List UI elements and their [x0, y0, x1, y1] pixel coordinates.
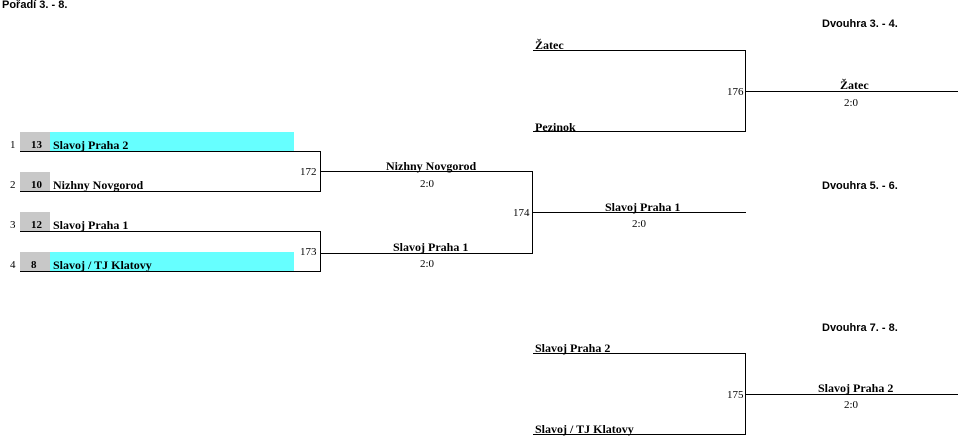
- bracket-line: [745, 394, 958, 395]
- position-number: 3: [10, 219, 16, 231]
- seed-number: 10: [31, 179, 42, 191]
- match-winner: Slavoj Praha 1: [605, 200, 681, 214]
- seed-number: 13: [31, 139, 42, 151]
- bracket-line: [320, 253, 533, 254]
- match-winner: Slavoj Praha 1: [393, 240, 469, 254]
- match-number: 173: [300, 246, 317, 258]
- bracket-line: [20, 191, 321, 192]
- bracket-line: [20, 151, 321, 152]
- match-winner: Nizhny Novgorod: [386, 159, 477, 173]
- bracket-line: [533, 434, 746, 435]
- team-name: Nizhny Novgorod: [53, 178, 144, 192]
- section-title-3-4: Dvouhra 3. - 4.: [822, 18, 898, 30]
- bracket-line: [533, 50, 746, 51]
- bracket-line: [745, 91, 958, 92]
- team-highlight-1: [50, 132, 294, 152]
- bracket-line: [532, 212, 746, 213]
- seed-cell-3: [20, 212, 50, 232]
- match-number: 176: [727, 86, 744, 98]
- page-title: Pořadí 3. - 8.: [2, 0, 68, 11]
- section-title-7-8: Dvouhra 7. - 8.: [822, 322, 898, 334]
- match-score: 2:0: [844, 97, 859, 109]
- team-name: Žatec: [535, 38, 564, 52]
- match-score: 2:0: [420, 258, 435, 270]
- match-number: 174: [513, 207, 530, 219]
- bracket-line: [320, 171, 533, 172]
- match-winner: Slavoj Praha 2: [818, 381, 894, 395]
- team-name: Slavoj Praha 2: [53, 138, 129, 152]
- match-number: 172: [300, 166, 317, 178]
- seed-cell-4: [20, 252, 50, 272]
- match-score: 2:0: [844, 399, 859, 411]
- seed-number: 8: [31, 259, 37, 271]
- position-number: 2: [10, 179, 16, 191]
- position-number: 4: [10, 259, 16, 271]
- position-number: 1: [10, 139, 16, 151]
- team-highlight-4: [50, 252, 294, 272]
- match-winner: Žatec: [840, 78, 869, 92]
- bracket-line: [20, 271, 321, 272]
- match-score: 2:0: [420, 178, 435, 190]
- seed-number: 12: [31, 219, 42, 231]
- bracket-line: [320, 231, 321, 272]
- bracket-line: [533, 353, 746, 354]
- match-score: 2:0: [632, 218, 647, 230]
- match-number: 175: [727, 389, 744, 401]
- team-name: Slavoj Praha 1: [53, 218, 129, 232]
- seed-cell-2: [20, 172, 50, 192]
- bracket-line: [20, 231, 321, 232]
- team-name: Pezinok: [535, 120, 576, 134]
- team-name: Slavoj / TJ Klatovy: [535, 422, 634, 436]
- team-name: Slavoj / TJ Klatovy: [53, 258, 152, 272]
- team-name: Slavoj Praha 2: [535, 341, 611, 355]
- bracket-line: [533, 131, 746, 132]
- section-title-5-6: Dvouhra 5. - 6.: [822, 180, 898, 192]
- seed-cell-1: [20, 132, 50, 152]
